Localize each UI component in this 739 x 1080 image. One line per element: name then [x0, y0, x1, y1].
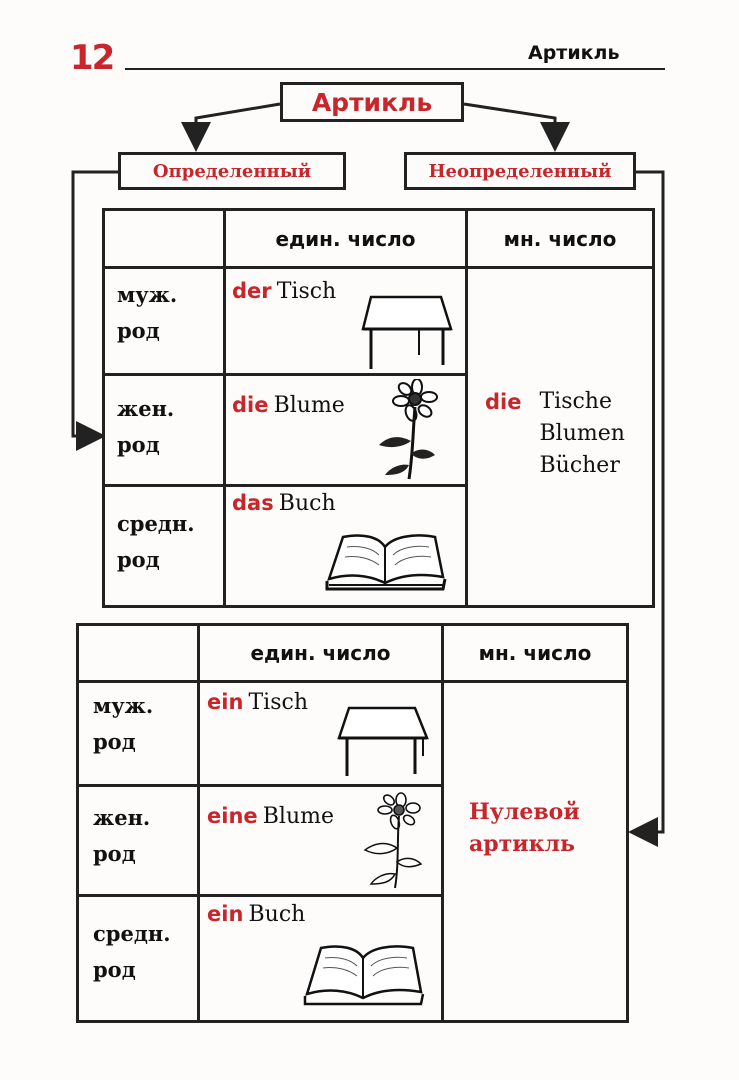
page-header-title: Артикль — [528, 42, 620, 64]
noun-tische: Tische — [539, 389, 612, 414]
noun-buch-indef: Buch — [248, 902, 306, 927]
noun-buch: Buch — [278, 491, 336, 516]
arrow-root-to-indefinite — [463, 102, 570, 152]
flower-icon — [379, 379, 438, 480]
gender-neuter: средн.род — [117, 511, 195, 572]
gender-masculine: муж.род — [117, 282, 178, 343]
table-icon — [337, 706, 429, 776]
book-icon — [325, 534, 447, 591]
zero-article-label: Нулевой артикль — [469, 799, 580, 857]
noun-blumen: Blumen — [539, 421, 625, 446]
singular-cell-feminine: die Blume — [232, 393, 345, 418]
table-icon — [361, 295, 453, 369]
article-die: die — [232, 393, 269, 417]
root-article-box: Артикль — [280, 82, 464, 122]
gender-neuter-indef: средн.род — [93, 921, 171, 982]
gender-feminine: жен.род — [117, 396, 175, 457]
flower-icon — [363, 792, 423, 889]
gender-feminine-indef: жен.род — [93, 805, 151, 866]
col-header-singular-indef: един. число — [250, 641, 391, 665]
article-ein-neut: ein — [207, 902, 244, 926]
col-header-plural: мн. число — [503, 226, 617, 251]
article-ein-masc: ein — [207, 690, 244, 714]
article-der: der — [232, 279, 272, 303]
plural-cell-definite: die Tische Blumen Bücher — [485, 386, 625, 482]
col-header-plural-indef: мн. число — [478, 641, 592, 665]
definite-article-box: Определенный — [118, 152, 346, 190]
noun-buecher: Bücher — [539, 453, 620, 478]
indefinite-article-box: Неопределенный — [404, 152, 636, 190]
singular-cell-neuter: das Buch — [232, 491, 336, 516]
gender-masculine-indef: муж.род — [93, 693, 154, 754]
arrow-definite-to-table — [71, 170, 118, 451]
definite-article-table: един. число мн. число муж.род der Tisch … — [102, 208, 655, 608]
header-rule — [125, 68, 665, 70]
article-die-plural: die — [485, 390, 522, 414]
article-das: das — [232, 491, 274, 515]
article-eine: eine — [207, 804, 258, 828]
singular-cell-masculine-indef: ein Tisch — [207, 690, 308, 715]
indefinite-article-table: един. число мн. число муж.род ein Tisch … — [76, 623, 629, 1023]
singular-cell-feminine-indef: eine Blume — [207, 804, 334, 829]
noun-tisch-indef: Tisch — [248, 690, 309, 715]
singular-cell-neuter-indef: ein Buch — [207, 902, 305, 927]
arrow-indefinite-to-table — [628, 170, 665, 847]
noun-blume: Blume — [273, 393, 345, 418]
noun-blume-indef: Blume — [262, 804, 334, 829]
book-icon — [303, 945, 425, 1006]
noun-tisch: Tisch — [276, 279, 337, 304]
singular-cell-masculine: der Tisch — [232, 279, 336, 304]
col-header-singular: един. число — [275, 226, 416, 251]
arrow-root-to-definite — [181, 102, 281, 152]
page-number: 12 — [70, 38, 115, 78]
